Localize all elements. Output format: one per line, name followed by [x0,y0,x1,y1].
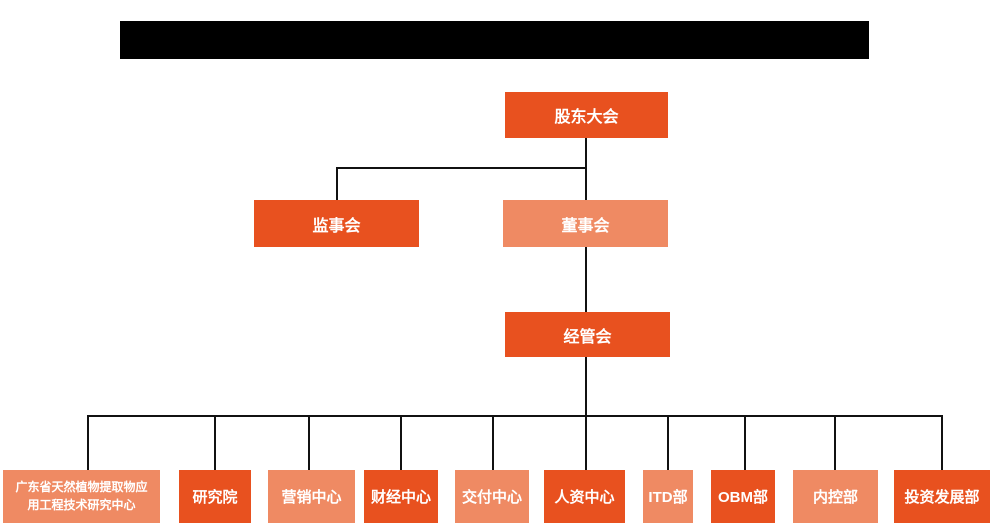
connector-line [336,167,587,169]
org-node-gd-natural-plant-extract-research-center: 广东省天然植物提取物应用工程技术研究中心 [3,470,160,523]
connector-line [336,167,338,200]
connector-line [834,415,836,470]
org-node-label: 内控部 [812,489,858,506]
org-node-label: 营销中心 [281,489,342,506]
redacted-title-bar [120,21,869,59]
org-node-label: OBM部 [718,489,768,506]
org-node-label: 研究院 [192,489,238,506]
org-node-label: 投资发展部 [904,489,980,506]
org-node-label: 股东大会 [554,109,619,126]
org-node-supervisory-board: 监事会 [254,200,419,247]
org-node-label: 监事会 [312,217,361,235]
connector-line [585,415,587,470]
org-node-itd-department: ITD部 [643,470,693,523]
org-node-finance-center: 财经中心 [364,470,438,523]
org-node-management-committee: 经管会 [505,312,670,357]
org-node-research-institute: 研究院 [179,470,251,523]
org-node-obm-department: OBM部 [711,470,775,523]
org-node-label: 人资中心 [554,489,615,506]
org-node-board-of-directors: 董事会 [503,200,668,247]
org-node-delivery-center: 交付中心 [455,470,529,523]
org-node-label: 交付中心 [461,489,522,506]
connector-line [585,247,587,312]
org-node-label: 财经中心 [370,489,431,506]
connector-line [214,415,216,470]
org-node-label: 经管会 [563,328,612,346]
org-node-hr-center: 人资中心 [544,470,625,523]
org-node-marketing-center: 营销中心 [268,470,355,523]
connector-line [400,415,402,470]
org-node-investment-development-department: 投资发展部 [894,470,990,523]
connector-line [585,138,587,200]
org-node-shareholders-meeting: 股东大会 [505,92,668,138]
connector-line [744,415,746,470]
connector-line [667,415,669,470]
connector-line [492,415,494,470]
connector-line [87,415,943,417]
org-node-internal-control-department: 内控部 [793,470,878,523]
org-node-label: 董事会 [561,217,610,235]
connector-line [941,415,943,470]
org-node-label: 广东省天然植物提取物应用工程技术研究中心 [15,480,148,512]
org-node-label: ITD部 [648,489,688,506]
connector-line [87,415,89,470]
connector-line [585,357,587,417]
connector-line [308,415,310,470]
